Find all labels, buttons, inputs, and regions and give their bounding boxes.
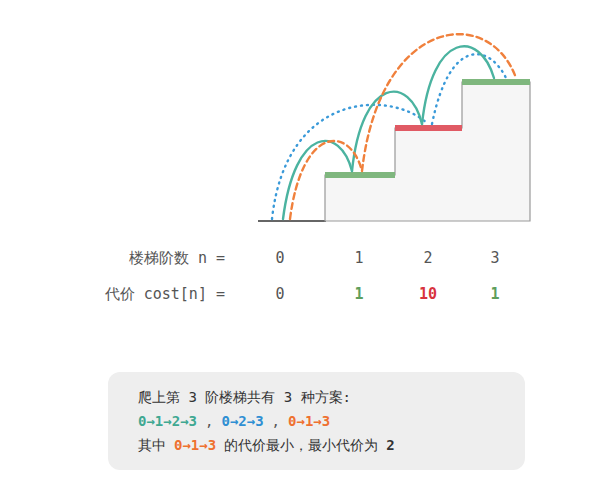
text-line: 0→1→2→3, 0→2→3, 0→1→3 xyxy=(138,409,495,433)
separator: , xyxy=(205,409,213,433)
cost-value: 1 xyxy=(354,285,363,303)
summary-text: 的代价最小，最小代价为 xyxy=(224,433,378,457)
path-sequence: 0→2→3 xyxy=(221,409,263,433)
cost-value: 10 xyxy=(419,285,437,303)
result-value: 2 xyxy=(386,433,394,457)
path-sequence: 0→1→3 xyxy=(288,409,330,433)
row-heading: 代价 cost[n] = xyxy=(105,285,225,304)
staircase-steps xyxy=(325,82,530,221)
step-top-green xyxy=(462,79,530,85)
cost-value: 0 xyxy=(275,285,284,303)
summary-text: 爬上第 3 阶楼梯共有 3 种方案: xyxy=(138,385,351,409)
jump-arc-teal xyxy=(283,141,352,219)
path-sequence: 0→1→2→3 xyxy=(138,409,197,433)
cost-value: 1 xyxy=(490,285,499,303)
jump-arc-blue xyxy=(272,105,428,219)
step-number: 2 xyxy=(423,249,432,267)
ground-line xyxy=(258,220,326,222)
step-top-green xyxy=(325,172,395,178)
row-heading: 楼梯阶数 n = xyxy=(129,249,225,268)
separator: , xyxy=(272,409,280,433)
text-line: 其中 0→1→3 的代价最小，最小代价为 2 xyxy=(138,433,495,457)
step-number: 0 xyxy=(275,249,284,267)
path-sequence: 0→1→3 xyxy=(174,433,216,457)
jump-arc-orange xyxy=(362,34,516,171)
step-number: 3 xyxy=(490,249,499,267)
step-number: 1 xyxy=(354,249,363,267)
summary-box: 爬上第 3 阶楼梯共有 3 种方案:0→1→2→3,0→2→3,0→1→3其中0… xyxy=(108,372,525,470)
step-top-red xyxy=(395,125,462,131)
jump-arc-teal xyxy=(422,46,494,124)
text-line: 爬上第 3 阶楼梯共有 3 种方案: xyxy=(138,385,495,409)
jump-arc-blue xyxy=(432,54,506,124)
jump-arc-orange xyxy=(290,141,362,219)
summary-text: 其中 xyxy=(138,433,166,457)
